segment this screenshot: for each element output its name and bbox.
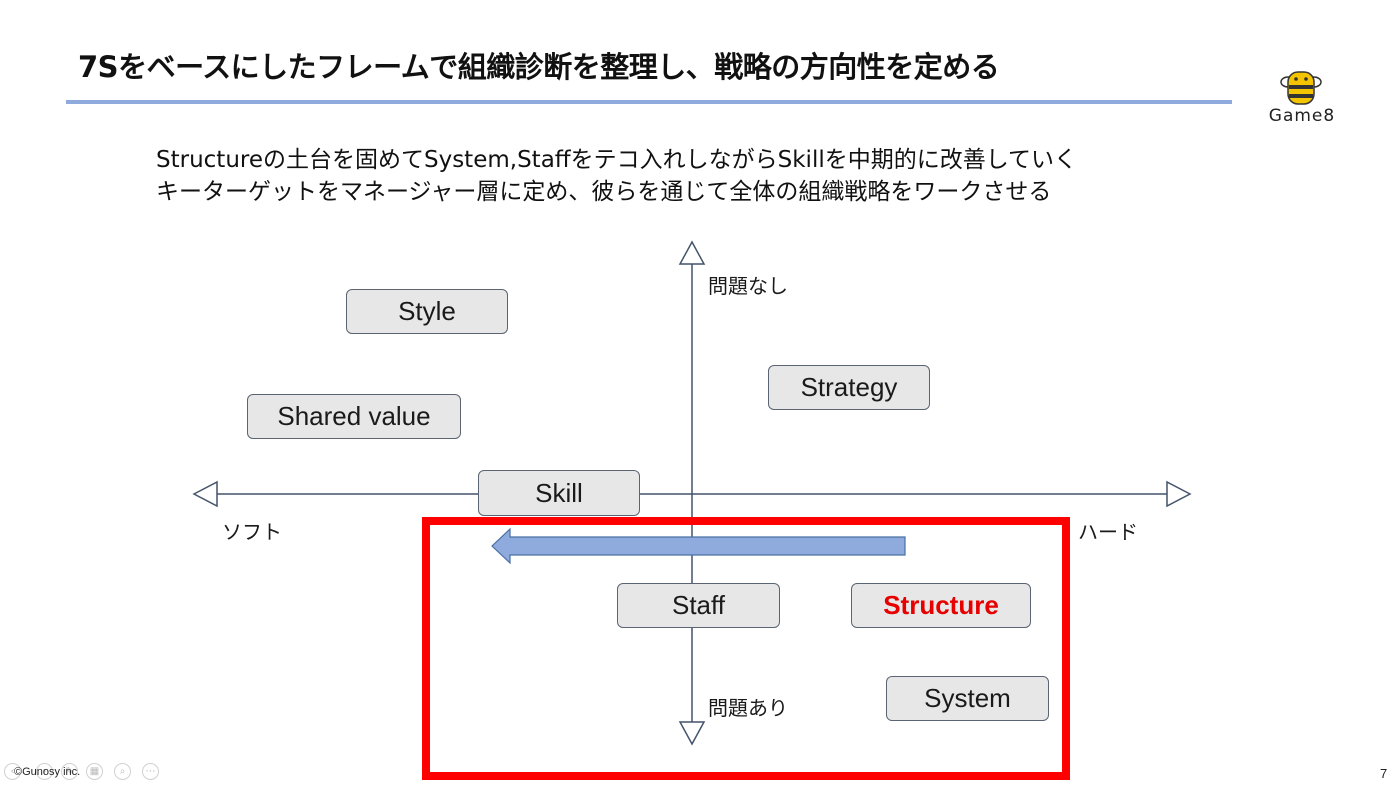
axis-label-left: ソフト — [222, 520, 282, 544]
zoom-icon[interactable]: ⌕ — [114, 763, 131, 780]
box-strategy: Strategy — [768, 365, 930, 410]
prev-slide-icon[interactable]: ‹ — [4, 763, 21, 780]
box-staff: Staff — [617, 583, 780, 628]
box-structure: Structure — [851, 583, 1031, 628]
copyright-footer: ©Gunosy inc. — [14, 766, 81, 778]
axis-bottom-arrowhead-icon — [678, 721, 706, 746]
next-slide-icon[interactable]: › — [36, 763, 53, 780]
axis-left-arrowhead-icon — [192, 480, 218, 508]
axis-right-arrowhead-icon — [1166, 480, 1192, 508]
pen-icon[interactable]: ✎ — [61, 763, 78, 780]
box-system: System — [886, 676, 1049, 721]
highlight-frame — [422, 517, 1070, 780]
page-number: 7 — [1380, 766, 1388, 781]
axis-label-top: 問題なし — [708, 274, 788, 298]
box-skill: Skill — [478, 470, 640, 516]
slide-title: 7Sをベースにしたフレームで組織診断を整理し、戦略の方向性を定める — [78, 50, 1000, 84]
axis-label-right: ハード — [1078, 520, 1138, 544]
vertical-axis — [678, 240, 706, 746]
slides-grid-icon[interactable]: ▦ — [86, 763, 103, 780]
game8-bee-logo-icon — [1280, 71, 1322, 105]
axis-top-arrowhead-icon — [678, 240, 706, 265]
box-shared-value: Shared value — [247, 394, 461, 439]
axis-label-bottom: 問題あり — [708, 696, 788, 720]
logo-text: Game8 — [1268, 106, 1336, 126]
box-style: Style — [346, 289, 508, 334]
subtitle-line-2: キーターゲットをマネージャー層に定め、彼らを通じて全体の組織戦略をワークさせる — [156, 179, 1052, 205]
title-divider — [66, 100, 1232, 104]
subtitle-line-1: Structureの土台を固めてSystem,Staffをテコ入れしながらSki… — [156, 147, 1078, 173]
direction-arrow-icon — [491, 527, 906, 565]
more-options-icon[interactable]: ⋯ — [142, 763, 159, 780]
